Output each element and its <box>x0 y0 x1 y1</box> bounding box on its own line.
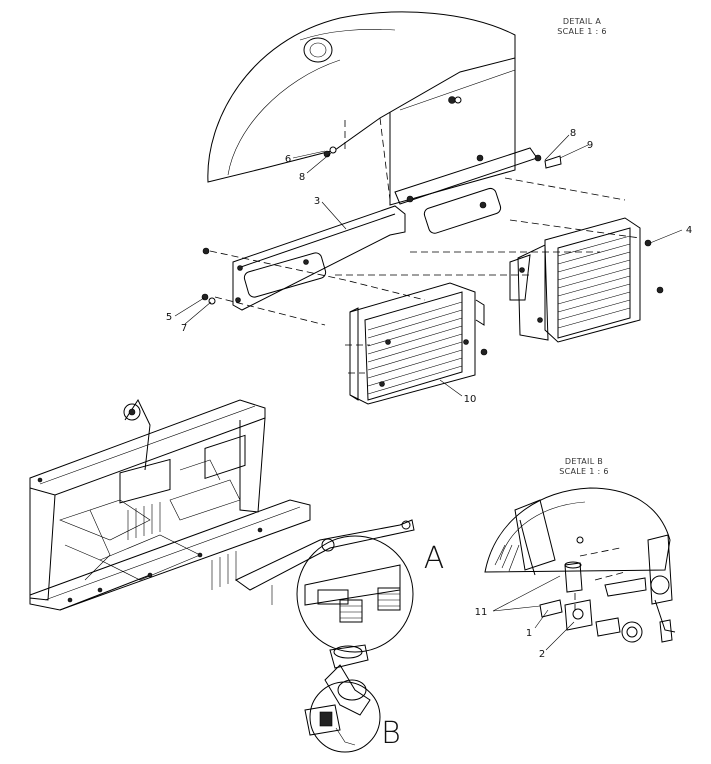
side-shutoff-valve <box>604 534 676 643</box>
detail-b-scale: SCALE 1 : 6 <box>559 467 608 476</box>
upper-bracket-plate <box>394 147 538 234</box>
right-cooler-housing <box>509 217 641 343</box>
callout-7: 7 <box>181 323 187 334</box>
detail-a-title: DETAIL A <box>563 17 601 26</box>
radiator-block <box>204 434 246 590</box>
main-mounting-plate <box>232 205 406 311</box>
assembly-dash-lines <box>209 117 641 374</box>
callout-10: 10 <box>464 394 477 405</box>
valve-bank <box>119 458 171 540</box>
detail-b-view: DETAIL B SCALE 1 : 6 <box>475 457 676 660</box>
fitting-chain <box>539 561 643 643</box>
callout-8-left: 8 <box>299 172 305 183</box>
callout-leaders <box>174 134 683 397</box>
valve-assembly <box>304 644 381 753</box>
fender-outline <box>207 11 516 206</box>
detail-b-leaders <box>492 547 626 651</box>
mini-cooler-right <box>377 587 401 611</box>
detail-a-view: DETAIL A SCALE 1 : 6 <box>166 11 692 405</box>
callout-3: 3 <box>314 196 320 207</box>
callout-4: 4 <box>686 225 692 236</box>
callout-2: 2 <box>539 649 545 660</box>
callout-1: 1 <box>526 628 532 639</box>
fuel-tank-section <box>484 487 671 576</box>
view-label-b: B <box>381 716 401 751</box>
fasteners <box>201 96 664 356</box>
callout-11: 11 <box>475 607 488 618</box>
callout-5: 5 <box>166 312 172 323</box>
detail-a-circle <box>296 535 414 653</box>
detail-b-title: DETAIL B <box>565 457 603 466</box>
main-frame-assembly <box>29 398 311 611</box>
mini-cooler-left <box>339 599 363 623</box>
callout-8-right: 8 <box>570 128 576 139</box>
detail-a-scale: SCALE 1 : 6 <box>557 27 606 36</box>
callout-6: 6 <box>285 154 291 165</box>
view-label-a: A <box>424 541 445 576</box>
callout-9: 9 <box>587 140 593 151</box>
left-cooler-housing <box>349 282 485 405</box>
bracket-wing <box>235 519 415 605</box>
